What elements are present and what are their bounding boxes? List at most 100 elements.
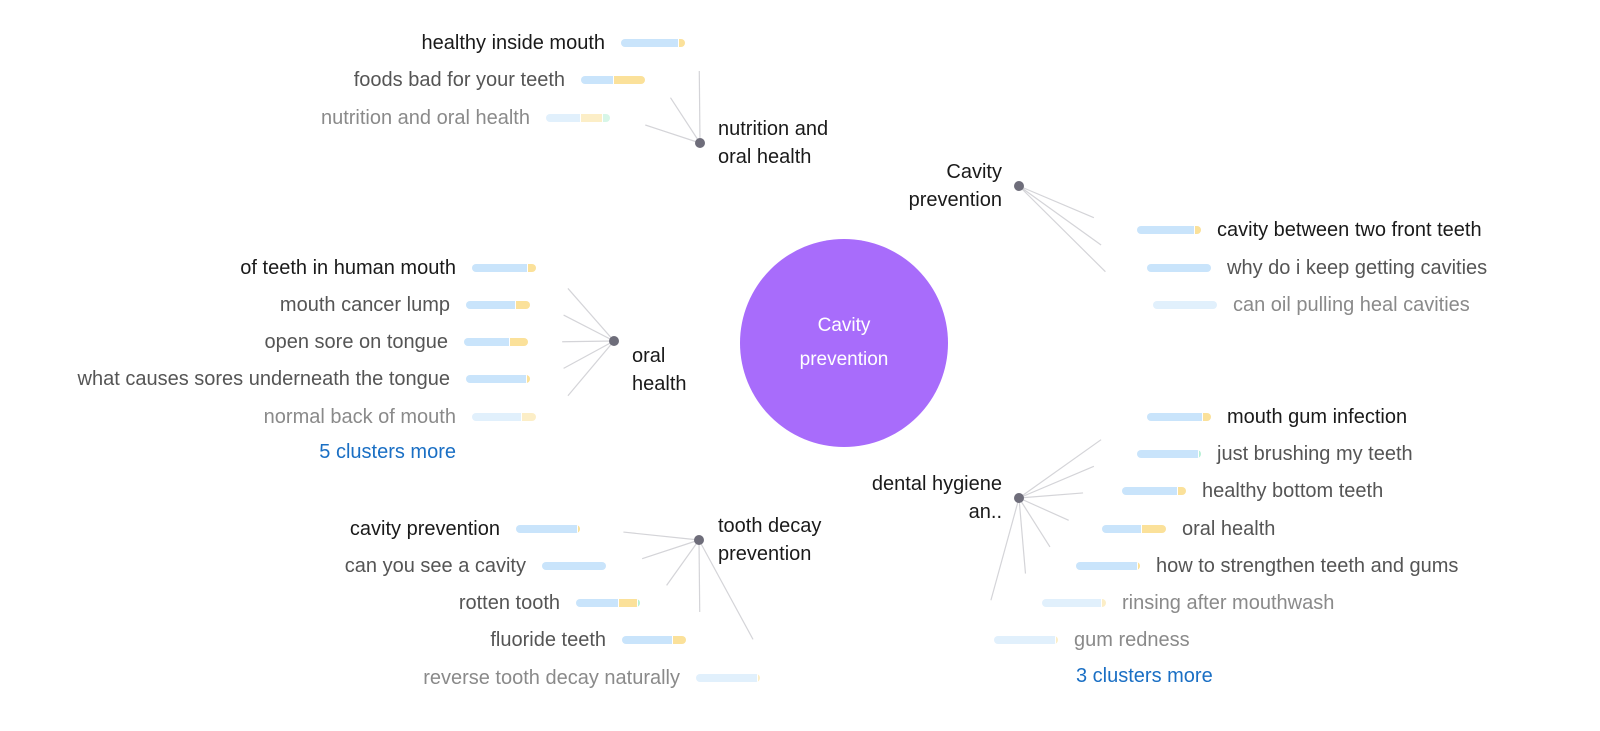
keyword-intent-bar [542, 562, 606, 570]
connector-line [1018, 497, 1027, 574]
keyword-intent-bar [1076, 562, 1140, 570]
cluster-label[interactable]: nutrition and oral health [718, 118, 829, 168]
keyword-intent-bar [1102, 525, 1166, 533]
keyword-item[interactable]: healthy bottom teeth [1122, 478, 1383, 504]
keyword-item[interactable]: just brushing my teeth [1137, 441, 1413, 467]
intent-bar-segment [1122, 487, 1178, 495]
cluster-label[interactable]: Cavity prevention [908, 161, 1002, 211]
intent-bar-segment [622, 636, 673, 644]
intent-bar-segment [1202, 413, 1211, 421]
intent-bar-segment [1177, 487, 1186, 495]
connector-line [1018, 185, 1106, 273]
intent-bar-segment [1147, 413, 1203, 421]
more-clusters-link[interactable]: 5 clusters more [319, 441, 456, 463]
keyword-text: fluoride teeth [490, 628, 606, 651]
center-topic-label: Cavity prevention [799, 315, 889, 370]
keyword-item[interactable]: what causes sores underneath the tongue [78, 366, 530, 392]
keyword-text: oral health [1182, 517, 1276, 540]
cluster-node-dot[interactable] [694, 535, 704, 545]
keyword-text: open sore on tongue [264, 330, 449, 353]
keyword-item[interactable]: can you see a cavity [345, 553, 606, 579]
intent-bar-segment [618, 599, 637, 607]
cluster-node-dot[interactable] [609, 336, 619, 346]
keyword-item[interactable]: oral health [1102, 516, 1275, 542]
intent-bar-segment [576, 599, 619, 607]
keyword-item[interactable]: healthy inside mouth [422, 30, 685, 56]
keyword-text: why do i keep getting cavities [1227, 256, 1488, 279]
intent-bar-segment [1102, 525, 1142, 533]
keyword-item[interactable]: normal back of mouth [264, 404, 536, 430]
keyword-item[interactable]: gum redness [994, 627, 1190, 653]
connector-line [645, 124, 701, 144]
connector-line [1018, 497, 1051, 548]
keyword-intent-bar [622, 636, 686, 644]
intent-bar-segment [509, 338, 528, 346]
connector-line [567, 288, 615, 342]
keyword-text: mouth cancer lump [279, 293, 450, 316]
intent-bar-segment [576, 525, 580, 533]
intent-bar-segment [621, 39, 678, 47]
connector-line [1018, 492, 1084, 499]
intent-bar-segment [1137, 450, 1198, 458]
keyword-item[interactable]: fluoride teeth [490, 627, 686, 653]
cluster-label[interactable]: oral health [632, 345, 687, 395]
keyword-item[interactable]: how to strengthen teeth and gums [1076, 553, 1458, 579]
intent-bar-segment [994, 636, 1055, 644]
keyword-item[interactable]: mouth gum infection [1147, 404, 1407, 430]
keyword-intent-bar [1137, 450, 1201, 458]
cluster-label[interactable]: tooth decay prevention [718, 515, 822, 565]
keyword-item[interactable]: rotten tooth [459, 590, 640, 616]
keyword-intent-bar [466, 301, 530, 309]
keyword-item[interactable]: open sore on tongue [264, 329, 528, 355]
keyword-item[interactable]: mouth cancer lump [280, 292, 530, 318]
intent-bar-segment [527, 264, 536, 272]
keyword-intent-bar [621, 39, 685, 47]
keyword-text: gum redness [1074, 628, 1190, 651]
intent-bar-segment [464, 338, 510, 346]
more-clusters-link[interactable]: 3 clusters more [1076, 665, 1213, 687]
connector-line [1018, 439, 1102, 499]
intent-bar-segment [601, 114, 610, 122]
intent-bar-segment [580, 114, 602, 122]
intent-bar-segment [521, 413, 536, 421]
keyword-item[interactable]: reverse tooth decay naturally [423, 665, 760, 691]
intent-bar-segment [525, 375, 530, 383]
keyword-intent-bar [994, 636, 1058, 644]
cluster-node-dot[interactable] [1014, 493, 1024, 503]
intent-bar-segment [1042, 599, 1102, 607]
intent-bar-segment [1153, 301, 1217, 309]
keyword-intent-bar [464, 338, 528, 346]
intent-bar-segment [472, 264, 528, 272]
keyword-item[interactable]: cavity prevention [350, 516, 580, 542]
connector-line [1018, 185, 1095, 219]
keyword-item[interactable]: nutrition and oral health [321, 105, 610, 131]
connector-line [641, 539, 700, 560]
keyword-item[interactable]: foods bad for your teeth [354, 67, 645, 93]
intent-bar-segment [636, 599, 640, 607]
keyword-item[interactable]: can oil pulling heal cavities [1153, 292, 1470, 318]
keyword-intent-bar [546, 114, 610, 122]
keyword-item[interactable]: why do i keep getting cavities [1147, 255, 1487, 281]
intent-bar-segment [677, 39, 685, 47]
keyword-intent-bar [1147, 413, 1211, 421]
keyword-text: mouth gum infection [1227, 405, 1408, 428]
cluster-label[interactable]: dental hygiene an.. [871, 473, 1002, 523]
cluster-node-dot[interactable] [1014, 181, 1024, 191]
intent-bar-segment [756, 674, 760, 682]
intent-bar-segment [472, 413, 522, 421]
intent-bar-segment [1101, 599, 1106, 607]
center-topic-node[interactable]: Cavity prevention [740, 239, 948, 447]
keyword-text: foods bad for your teeth [353, 68, 565, 91]
keyword-text: cavity prevention [349, 517, 500, 540]
cluster-node-dot[interactable] [695, 138, 705, 148]
intent-bar-segment [1054, 636, 1058, 644]
keyword-text: rinsing after mouthwash [1122, 591, 1335, 614]
intent-bar-segment [581, 76, 613, 84]
connector-line [1018, 497, 1069, 521]
keyword-item[interactable]: cavity between two front teeth [1137, 217, 1482, 243]
intent-bar-segment [1197, 450, 1201, 458]
keyword-item[interactable]: of teeth in human mouth [240, 255, 536, 281]
keyword-text: of teeth in human mouth [240, 256, 456, 279]
keyword-text: healthy inside mouth [421, 31, 605, 54]
keyword-item[interactable]: rinsing after mouthwash [1042, 590, 1334, 616]
